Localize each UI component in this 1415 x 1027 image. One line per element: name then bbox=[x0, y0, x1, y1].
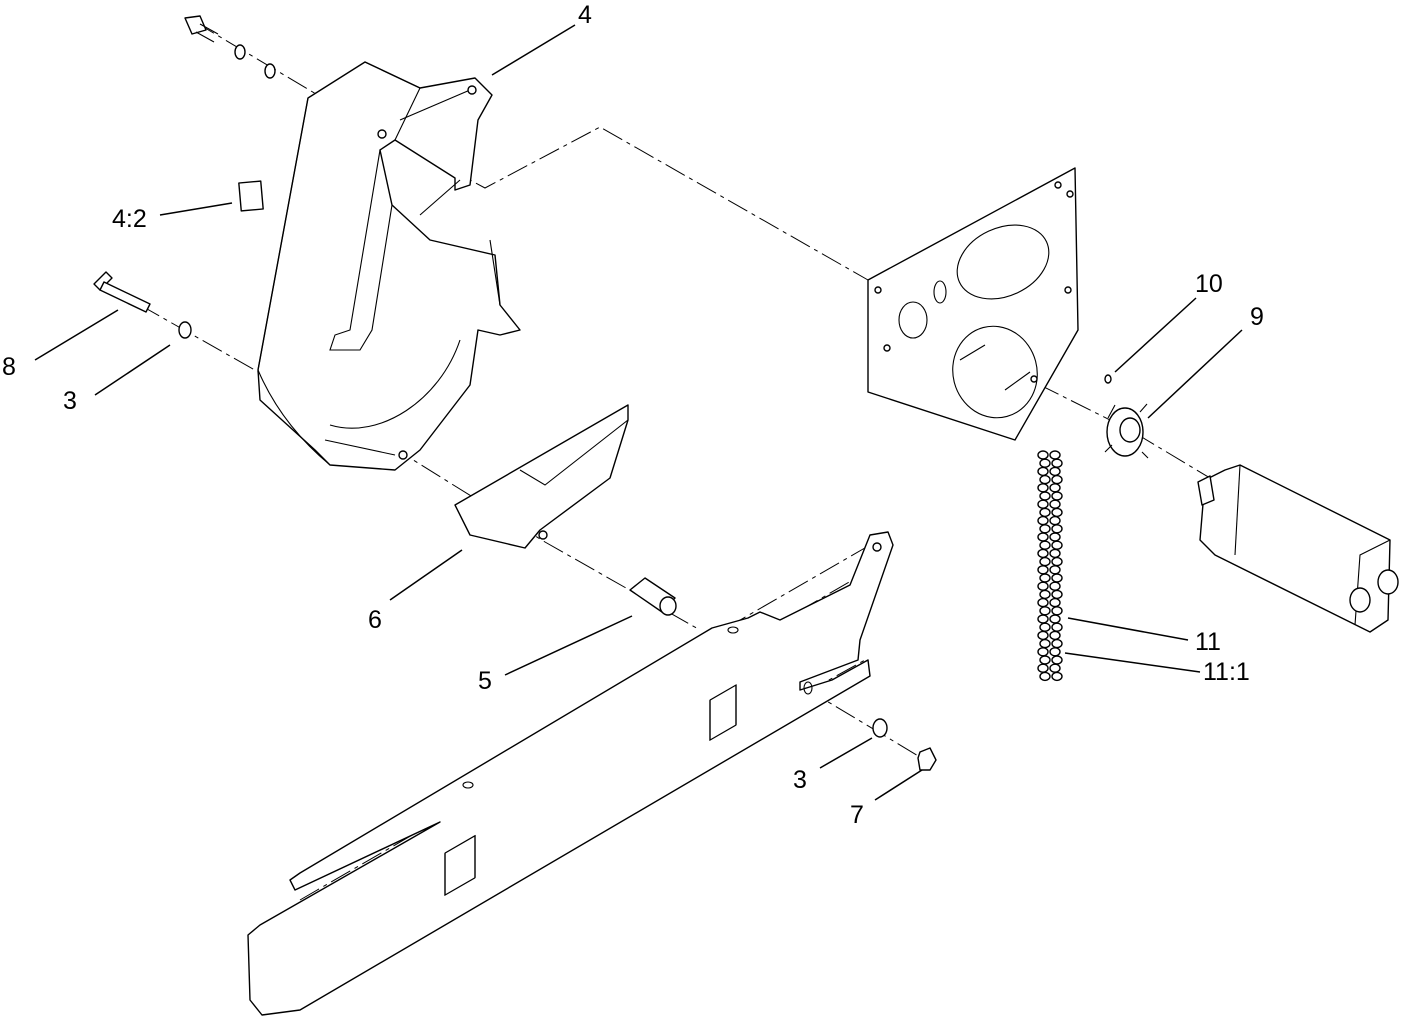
chain-link bbox=[1051, 458, 1063, 468]
chain-link bbox=[1051, 540, 1063, 550]
callout-labels: 4 4:2 8 3 6 5 10 9 11 11:1 3 7 bbox=[2, 1, 1264, 829]
sprocket-shield bbox=[454, 404, 629, 549]
chain-link bbox=[1051, 589, 1063, 600]
callout-10: 10 bbox=[1195, 270, 1223, 298]
chain-link bbox=[1051, 606, 1063, 616]
mounting-plate bbox=[867, 167, 1079, 441]
chain-link bbox=[1051, 507, 1063, 518]
callout-5: 5 bbox=[478, 667, 492, 695]
chain-link bbox=[1039, 507, 1051, 518]
chain-link bbox=[1039, 622, 1051, 632]
chain-link bbox=[1049, 647, 1061, 657]
bolt-icon bbox=[93, 271, 151, 313]
chain-link bbox=[1049, 581, 1061, 591]
chain-link bbox=[1037, 663, 1049, 673]
chain-link bbox=[1049, 565, 1061, 575]
callout-11-1: 11:1 bbox=[1203, 658, 1250, 686]
chain-link bbox=[1037, 532, 1049, 542]
chain-link bbox=[1039, 671, 1051, 682]
chain-link bbox=[1049, 483, 1061, 493]
chain-link bbox=[1037, 647, 1049, 657]
spacer-icon bbox=[629, 577, 677, 616]
chain-link bbox=[1037, 565, 1049, 575]
sprocket-icon bbox=[1104, 403, 1149, 459]
chain-link bbox=[1039, 524, 1051, 534]
nut-icon bbox=[917, 747, 937, 771]
callout-4: 4 bbox=[578, 1, 592, 29]
chain-link bbox=[1039, 573, 1051, 583]
decal bbox=[238, 180, 264, 212]
chain-link bbox=[1039, 491, 1051, 501]
chain-link bbox=[1051, 474, 1063, 485]
chain-link bbox=[1051, 655, 1063, 665]
chain-link bbox=[1037, 499, 1049, 509]
chain-link bbox=[1051, 524, 1063, 534]
chain-link bbox=[1039, 606, 1051, 616]
chain-link bbox=[1037, 581, 1049, 591]
chain-link bbox=[1049, 532, 1061, 542]
chain-link bbox=[1037, 515, 1049, 526]
chain-link bbox=[1049, 614, 1061, 624]
chain-link bbox=[1039, 458, 1051, 468]
chain-link bbox=[1037, 630, 1049, 641]
chain-link bbox=[1049, 630, 1061, 641]
chain-link bbox=[1037, 450, 1049, 460]
chain-link bbox=[1051, 638, 1063, 649]
callout-11: 11 bbox=[1195, 628, 1221, 656]
chain-link bbox=[1039, 556, 1051, 567]
callout-3-lower: 3 bbox=[793, 766, 807, 794]
chain-link bbox=[1037, 597, 1049, 608]
chain-link bbox=[1049, 450, 1061, 460]
chain-icon bbox=[1037, 450, 1063, 682]
callout-6: 6 bbox=[368, 606, 382, 634]
chain-link bbox=[1037, 466, 1049, 477]
chain-link bbox=[1039, 540, 1051, 550]
chain-link bbox=[1049, 466, 1061, 477]
chain-link bbox=[1051, 671, 1063, 682]
chain-link bbox=[1039, 474, 1051, 485]
channel-bracket bbox=[247, 531, 894, 1016]
chain-link bbox=[1051, 556, 1063, 567]
callout-3-upper: 3 bbox=[63, 387, 77, 415]
callout-4-2: 4:2 bbox=[112, 205, 147, 233]
chain-link bbox=[1049, 663, 1061, 673]
chain-link bbox=[1049, 597, 1061, 608]
chain-link bbox=[1039, 655, 1051, 665]
chain-link bbox=[1039, 589, 1051, 600]
chain-link bbox=[1039, 638, 1051, 649]
belt-guard-housing bbox=[257, 61, 521, 471]
chain-link bbox=[1037, 548, 1049, 559]
chain-link bbox=[1051, 491, 1063, 501]
callout-9: 9 bbox=[1250, 303, 1264, 331]
callout-7: 7 bbox=[850, 801, 864, 829]
callout-8: 8 bbox=[2, 353, 16, 381]
bolt-top-icon bbox=[184, 15, 276, 79]
chain-link bbox=[1037, 614, 1049, 624]
washer-lower-icon bbox=[872, 718, 888, 738]
leader-lines bbox=[34, 24, 1243, 801]
chain-link bbox=[1037, 483, 1049, 493]
set-screw-icon bbox=[1104, 374, 1112, 384]
chain-link bbox=[1049, 499, 1061, 509]
chain-link bbox=[1049, 515, 1061, 526]
chain-link bbox=[1051, 622, 1063, 632]
washer-icon bbox=[178, 321, 192, 339]
chain-link bbox=[1049, 548, 1061, 559]
chain-link bbox=[1051, 573, 1063, 583]
drive-motor bbox=[1197, 464, 1399, 633]
